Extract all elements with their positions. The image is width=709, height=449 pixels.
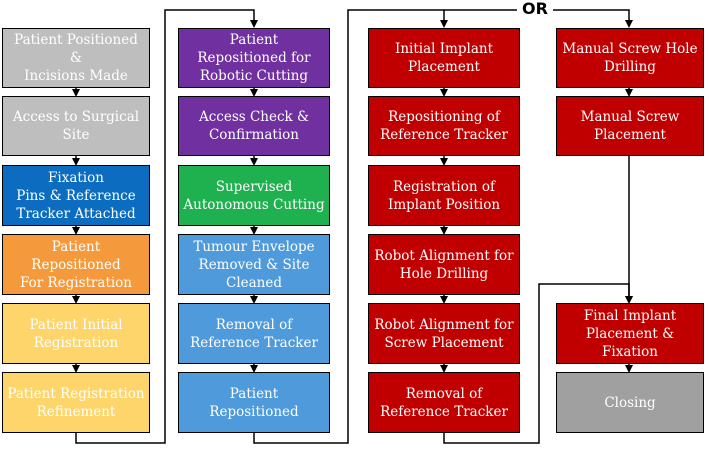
step-line: Robot Alignment for: [374, 247, 514, 264]
step-line: Repositioning of: [388, 109, 500, 125]
arrow-c2-to-c3: [253, 9, 448, 444]
step-line: Screw Placement: [384, 334, 504, 351]
step-access-check: Access Check & Confirmation: [178, 96, 330, 156]
step-line: Patient: [229, 385, 279, 402]
step-line: Manual Screw: [580, 109, 680, 125]
step-line: Tracker Attached: [16, 205, 136, 222]
arrow-or-to-c4: [444, 9, 633, 28]
step-line: Access to Surgical: [12, 109, 140, 125]
step-line: Removal of: [215, 316, 293, 333]
step-line: Removed & Site: [198, 256, 310, 273]
step-line: Pins & Reference: [16, 187, 136, 204]
step-line: Patient Positioned &: [14, 32, 138, 66]
arrow-c1-to-c2: [75, 9, 258, 444]
step-closing: Closing: [556, 372, 704, 433]
step-line: Repositioned: [209, 403, 299, 420]
step-line: Final Implant: [583, 307, 677, 324]
step-line: Implant Position: [387, 196, 501, 213]
step-repositioning-reference-tracker: Repositioning of Reference Tracker: [368, 96, 520, 156]
step-line: Closing: [604, 394, 656, 411]
step-line: Repositioned for: [197, 50, 311, 66]
or-label: OR: [517, 0, 553, 18]
step-line: Initial Implant: [394, 41, 493, 57]
step-line: Reference Tracker: [190, 334, 318, 351]
step-line: Fixation: [48, 169, 104, 186]
step-line: For Registration: [19, 274, 133, 291]
step-line: Robot Alignment for: [374, 316, 514, 333]
step-line: Repositioned: [31, 256, 121, 273]
step-line: Supervised: [215, 178, 293, 195]
step-line: Autonomous Cutting: [183, 196, 325, 213]
step-line: Incisions Made: [24, 68, 128, 84]
step-line: Robotic Cutting: [199, 68, 309, 84]
step-line: Registration: [33, 334, 119, 351]
step-line: Patient Initial: [29, 316, 123, 333]
step-line: Reference Tracker: [380, 403, 508, 420]
step-line: Access Check &: [198, 109, 310, 125]
step-line: Confirmation: [208, 127, 299, 143]
step-line: Reference Tracker: [380, 127, 508, 143]
step-line: Placement: [594, 127, 666, 143]
step-line: Patient: [229, 32, 279, 48]
step-line: Patient: [51, 238, 101, 255]
step-line: Site: [62, 127, 90, 143]
step-line: Removal of: [405, 385, 483, 402]
step-line: Registration of: [393, 178, 495, 195]
step-line: Drilling: [604, 59, 656, 75]
step-line: Placement &: [585, 325, 675, 342]
step-line: Refinement: [36, 403, 116, 420]
step-line: Tumour Envelope: [193, 238, 315, 255]
step-line: Cleaned: [225, 274, 282, 291]
step-line: Manual Screw Hole: [562, 41, 698, 57]
step-line: Fixation: [602, 343, 658, 360]
step-patient-positioned: Patient Positioned & Incisions Made: [2, 28, 150, 88]
step-line: Placement: [408, 59, 480, 75]
step-line: Patient Registration: [7, 385, 145, 402]
step-line: Hole Drilling: [399, 265, 489, 282]
